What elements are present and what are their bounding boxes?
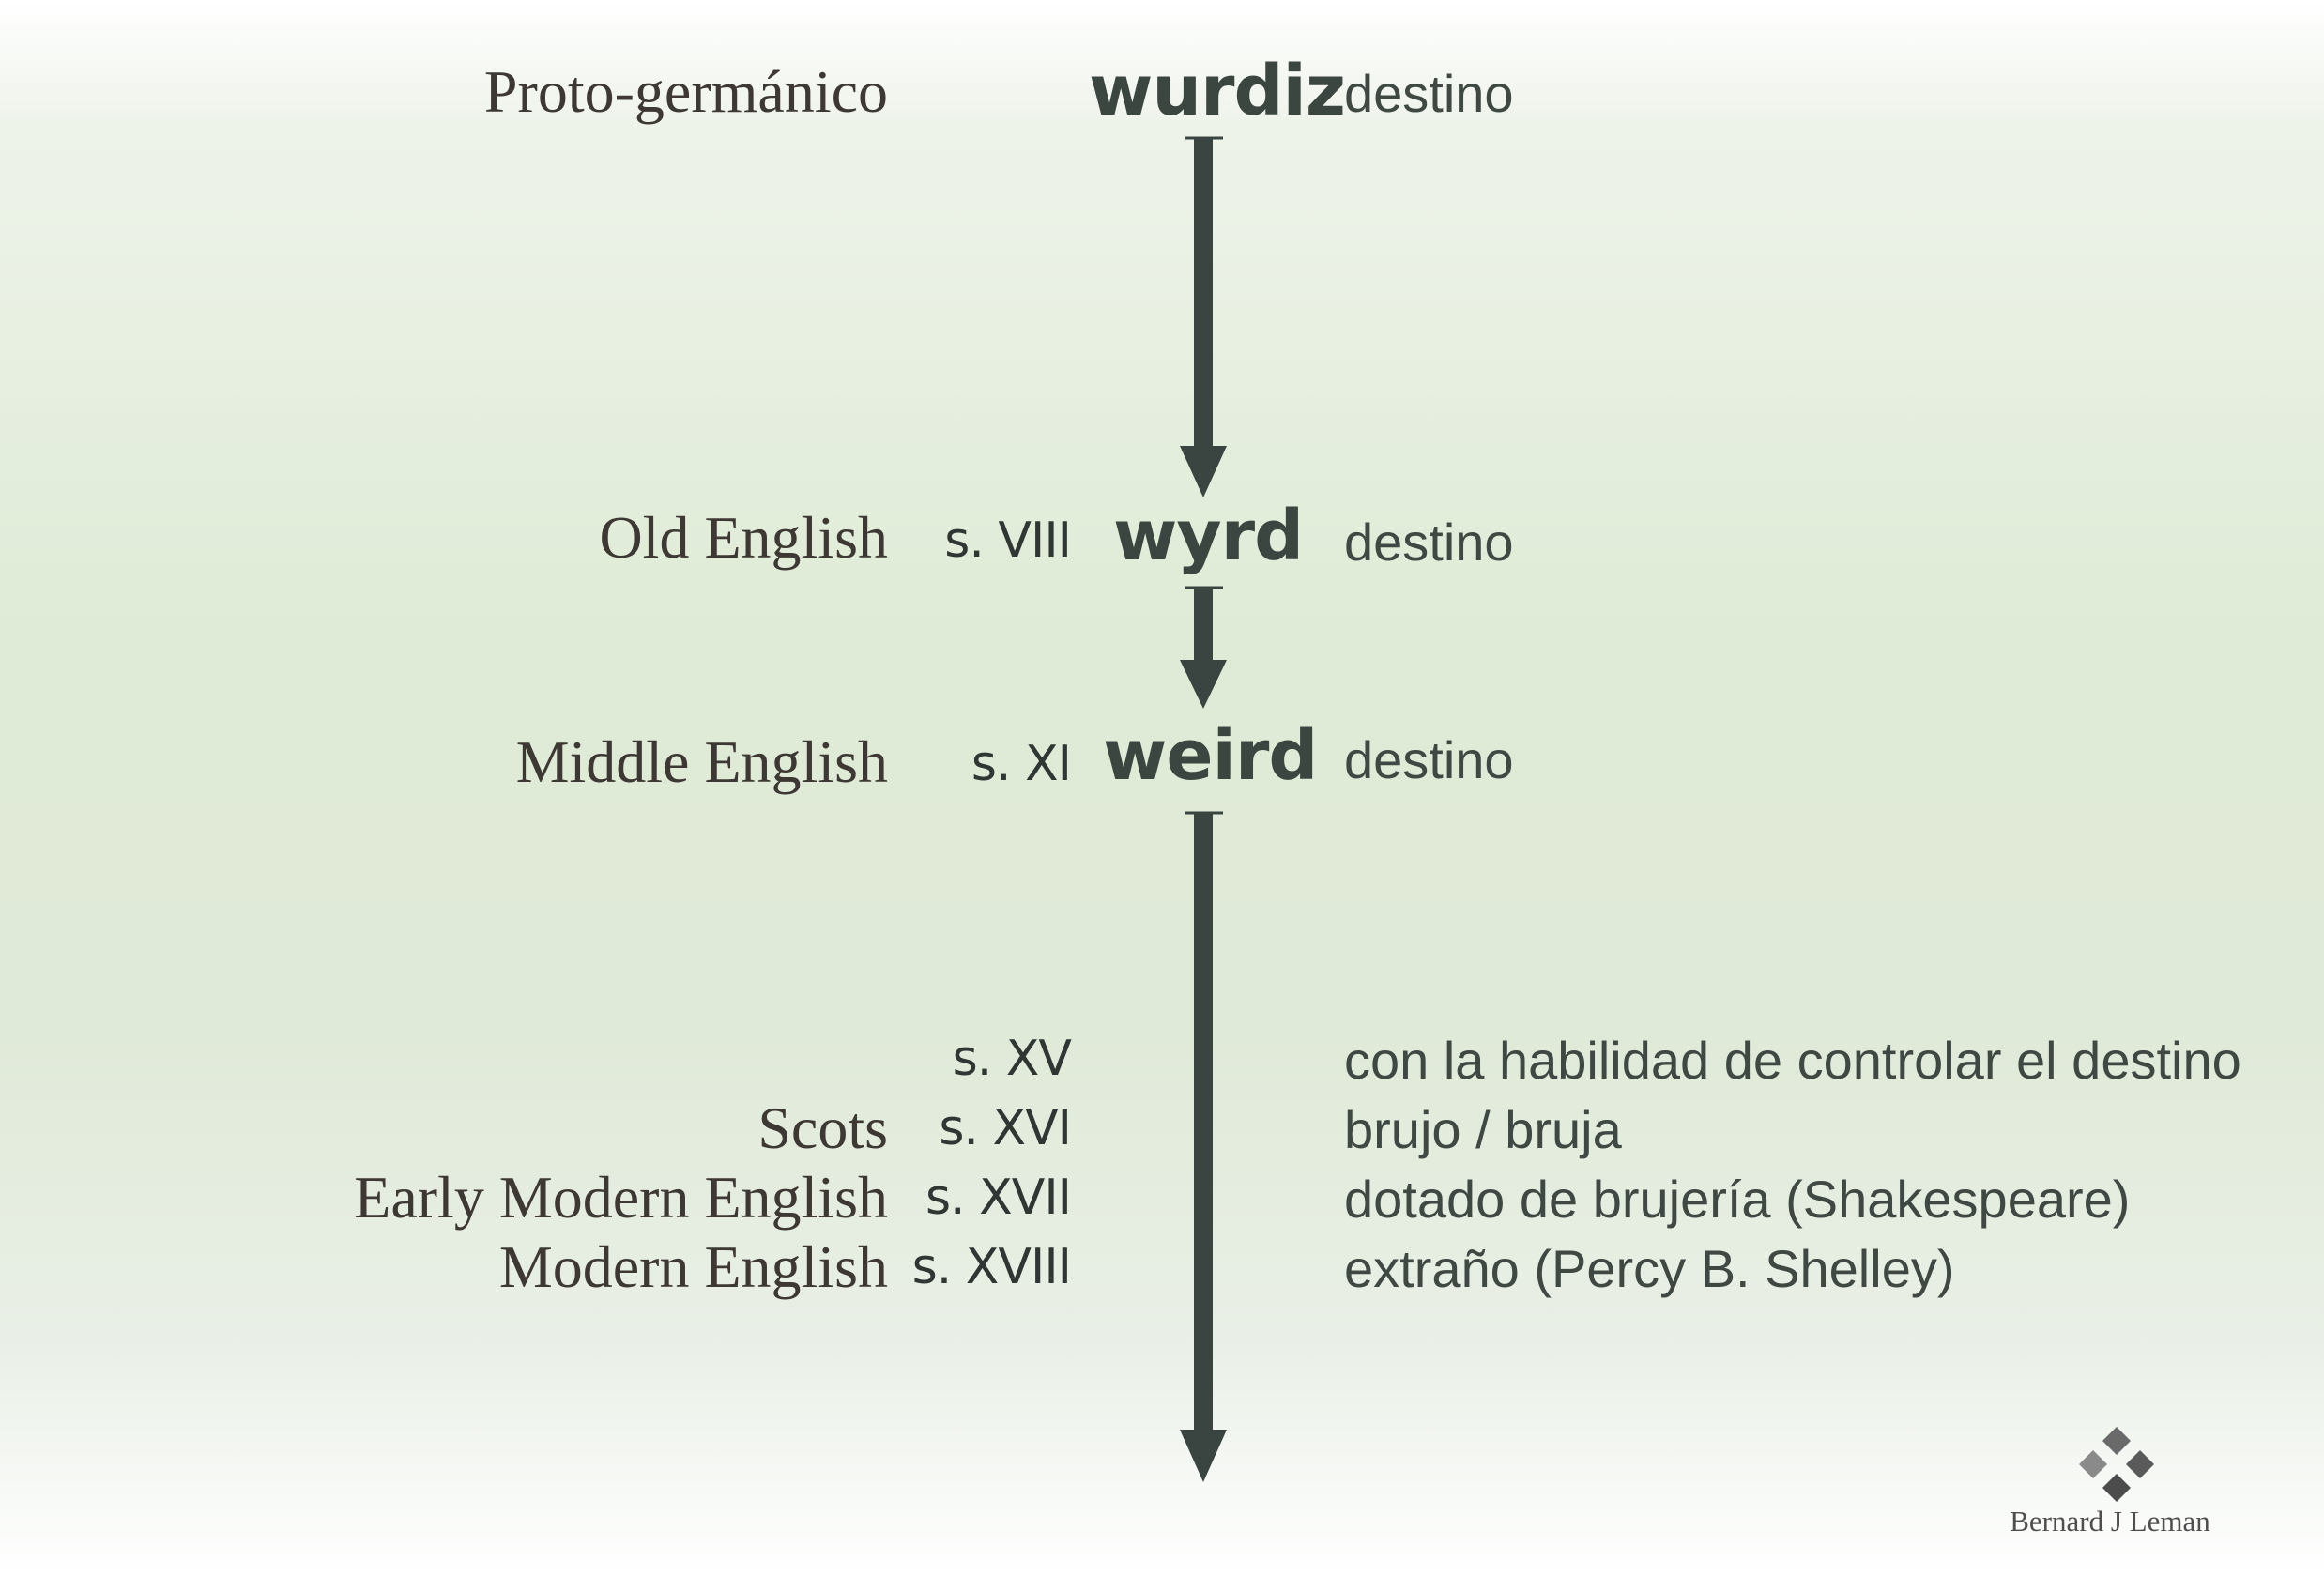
diamond-cross-logo-icon (2079, 1427, 2154, 1502)
meaning-s-xvi: brujo / bruja (1344, 1100, 1622, 1159)
century-s-xvi: s. XVI (939, 1100, 1072, 1156)
century-s-xvii: s. XVII (925, 1170, 1072, 1226)
word-wyrd: wyrd (1113, 496, 1304, 576)
language-modern-english: Modern English (498, 1233, 888, 1300)
meaning-s-xv: con la habilidad de controlar el destino (1344, 1031, 2241, 1090)
century-middle-english: s. XI (971, 736, 1072, 792)
meaning-wyrd: destino (1344, 513, 1514, 572)
author-credit: Bernard J Leman (2010, 1505, 2210, 1538)
language-middle-english: Middle English (515, 728, 888, 795)
meaning-s-xvii: dotado de brujería (Shakespeare) (1344, 1170, 2131, 1229)
word-weird: weird (1103, 715, 1318, 796)
century-s-xv: s. XV (952, 1031, 1072, 1087)
arrow-wurdiz-to-wyrd (1180, 136, 1227, 497)
century-s-xviii: s. XVIII (911, 1239, 1072, 1295)
language-old-english: Old English (599, 504, 888, 571)
language-proto-germanic: Proto-germánico (483, 58, 888, 125)
arrow-wyrd-to-weird (1180, 586, 1227, 709)
arrow-weird-to-modern (1180, 811, 1227, 1482)
meaning-wurdiz: destino (1344, 64, 1514, 123)
language-scots: Scots (757, 1094, 888, 1161)
meaning-weird: destino (1344, 730, 1514, 789)
word-wurdiz: wurdiz (1089, 51, 1346, 131)
language-early-modern-english: Early Modern English (354, 1164, 888, 1231)
century-old-english: s. VIII (944, 513, 1072, 569)
meaning-s-xviii: extraño (Percy B. Shelley) (1344, 1239, 1955, 1298)
